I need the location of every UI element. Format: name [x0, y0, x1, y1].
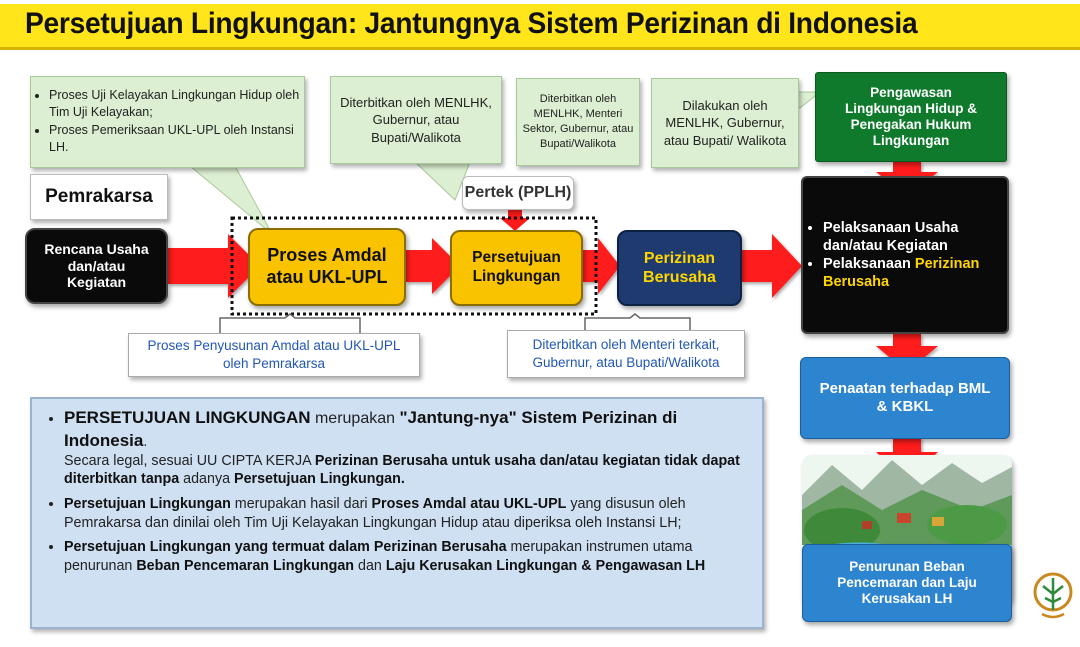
- dotted-frame: [230, 216, 598, 316]
- callout-1-item: Proses Pemeriksaan UKL-UPL oleh Instansi…: [49, 122, 304, 156]
- note-diterbitkan-menteri: Diterbitkan oleh Menteri terkait, Gubern…: [507, 330, 745, 378]
- info-bullet-2: Persetujuan Lingkungan merupakan hasil d…: [64, 495, 748, 532]
- arrow-pelaksanaan-down: [876, 334, 938, 372]
- pelaksanaan-box: Pelaksanaan Usaha dan/atau Kegiatan Pela…: [801, 176, 1009, 334]
- penurunan-box: Penurunan Beban Pencemaran dan Laju Keru…: [802, 544, 1012, 622]
- title-bar: Persetujuan Lingkungan: Jantungnya Siste…: [0, 4, 1080, 50]
- info-box: PERSETUJUAN LINGKUNGAN merupakan "Jantun…: [30, 397, 764, 629]
- arrow-persetujuan-perizinan: [583, 238, 620, 294]
- rencana-usaha-box: Rencana Usaha dan/atau Kegiatan: [25, 228, 168, 304]
- arrow-rencana-amdal: [168, 234, 260, 298]
- callout-uji-kelayakan: Proses Uji Kelayakan Lingkungan Hidup ol…: [30, 76, 305, 168]
- callout-menteri-sektor: Diterbitkan oleh MENLHK, Menteri Sektor,…: [516, 78, 640, 166]
- note-penyusunan: Proses Penyusunan Amdal atau UKL-UPL ole…: [128, 333, 420, 377]
- bracket-diterbitkan: [584, 313, 691, 330]
- arrow-amdal-persetujuan: [406, 238, 460, 294]
- klhk-logo-icon: [1033, 572, 1073, 619]
- persetujuan-lingkungan-box: Persetujuan Lingkungan: [450, 230, 583, 306]
- arrow-pertek-down: [500, 209, 530, 231]
- bracket-penyusunan: [219, 313, 361, 334]
- callout-menlhk: Diterbitkan oleh MENLHK, Gubernur, atau …: [330, 76, 502, 164]
- pelaksanaan-item: Pelaksanaan Perizinan Berusaha: [823, 255, 1007, 291]
- info-bullet-3: Persetujuan Lingkungan yang termuat dala…: [64, 538, 748, 575]
- callout-dilakukan: Dilakukan oleh MENLHK, Gubernur, atau Bu…: [651, 78, 799, 168]
- perizinan-berusaha-box: Perizinan Berusaha: [617, 230, 742, 306]
- penaatan-box: Penaatan terhadap BML & KBKL: [800, 357, 1010, 439]
- pemrakarsa-label: Pemrakarsa: [30, 174, 168, 220]
- pertek-label: Pertek (PPLH): [462, 176, 574, 210]
- arrow-perizinan-pelaksanaan: [742, 234, 802, 298]
- info-bullet-1: PERSETUJUAN LINGKUNGAN merupakan "Jantun…: [64, 407, 748, 489]
- proses-amdal-box: Proses Amdal atau UKL-UPL: [248, 228, 406, 306]
- pengawasan-box: Pengawasan Lingkungan Hidup & Penegakan …: [815, 72, 1007, 162]
- page-title: Persetujuan Lingkungan: Jantungnya Siste…: [25, 7, 918, 40]
- pelaksanaan-item: Pelaksanaan Usaha dan/atau Kegiatan: [823, 219, 1007, 255]
- callout-1-item: Proses Uji Kelayakan Lingkungan Hidup ol…: [49, 87, 304, 121]
